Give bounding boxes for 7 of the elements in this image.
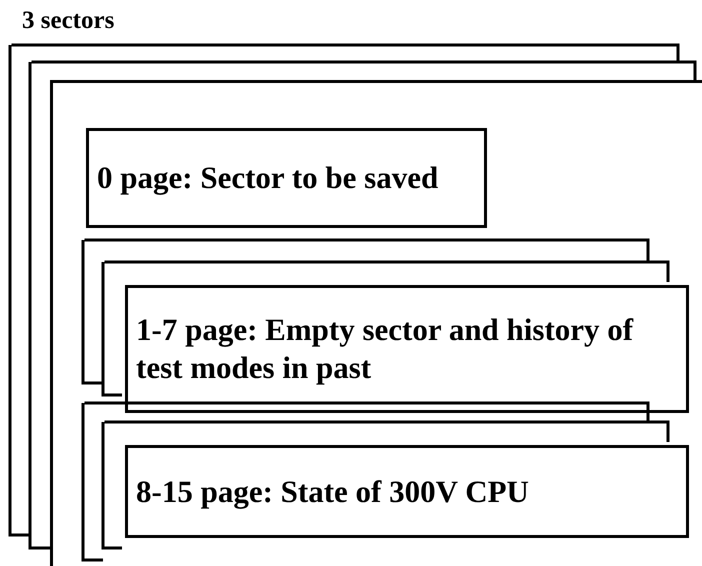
- page-description: 1-7 page: Empty sector and history of test modes in past: [136, 311, 634, 387]
- page-description: 0 page: Sector to be saved: [97, 159, 440, 197]
- page-description: 8-15 page: State of 300V CPU: [136, 472, 530, 510]
- page-box: [125, 445, 689, 538]
- page-box: [86, 128, 487, 228]
- frame-heading: 3 sectors: [22, 6, 114, 36]
- page-box: [125, 285, 689, 413]
